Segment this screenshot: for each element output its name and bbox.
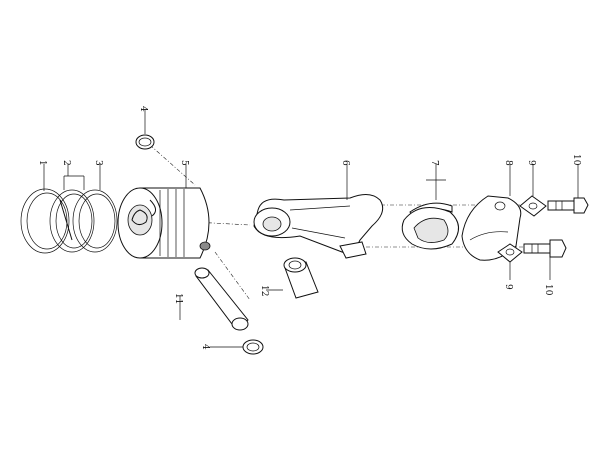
- bearing-shells: [401, 164, 459, 250]
- label-3: 3: [93, 160, 103, 166]
- label-8: 8: [503, 160, 513, 166]
- piston: [117, 164, 211, 259]
- label-1: 1: [37, 160, 47, 166]
- label-12: 12: [259, 285, 269, 296]
- bearing-cap: [461, 164, 522, 261]
- label-11: 11: [173, 293, 183, 304]
- bolt-top: [547, 164, 589, 214]
- bolt-bottom: [523, 239, 567, 280]
- ring-leader-lines: [43, 164, 101, 191]
- label-10-top: 10: [571, 154, 581, 166]
- label-9-bottom: 9: [503, 284, 513, 290]
- label-10-bottom: 10: [543, 284, 553, 296]
- label-4-top: 4: [138, 106, 148, 112]
- piston-rings: [20, 188, 118, 254]
- washer-top: [519, 164, 547, 217]
- label-9-top: 9: [526, 160, 536, 166]
- label-7: 7: [429, 160, 439, 166]
- circlip-bottom: [210, 339, 264, 355]
- connecting-rod: [253, 164, 384, 259]
- label-5: 5: [179, 160, 189, 166]
- callout-labels: 1 2 3 4 5 6 7 8 9 10 11 12 4 9 10: [37, 106, 581, 350]
- piston-pin: [179, 267, 249, 331]
- label-6: 6: [340, 160, 350, 166]
- label-4-bottom: 4: [200, 344, 210, 350]
- washer-bottom: [497, 243, 523, 280]
- label-2: 2: [61, 160, 71, 166]
- circlip-top: [135, 110, 155, 150]
- small-end-bushing: [266, 257, 319, 299]
